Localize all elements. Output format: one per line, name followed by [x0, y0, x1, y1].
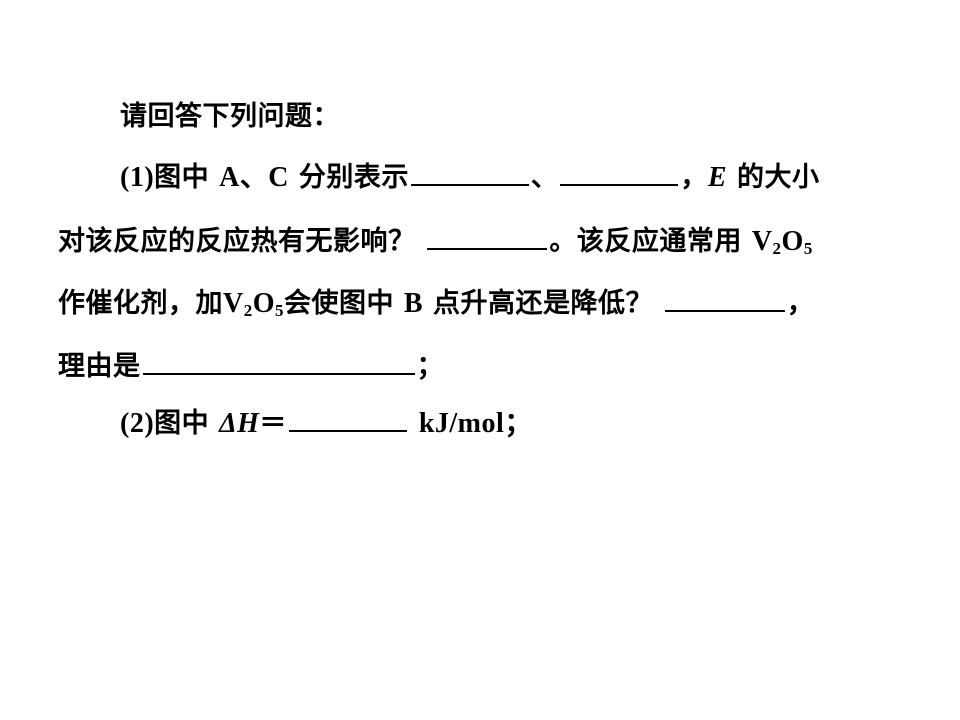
text: 理由是	[58, 351, 141, 382]
answer-blank-e-effect[interactable]	[427, 247, 548, 250]
delta-h: ΔH	[219, 408, 260, 439]
text: ；	[416, 351, 444, 382]
text: ，	[680, 162, 708, 193]
answer-blank-c[interactable]	[560, 183, 679, 186]
formula-v2o5: V2O5	[223, 288, 285, 320]
part2-line: (2)图中 ΔH＝ kJ/mol；	[120, 407, 533, 441]
intro-line: 请回答下列问题：	[120, 100, 340, 134]
unit: kJ/mol；	[418, 408, 533, 439]
part1-line-1: (1)图中 A、C 分别表示 、 ，E 的大小	[120, 161, 820, 195]
text: 点升高还是降低？	[433, 288, 654, 319]
answer-blank-b-change[interactable]	[664, 309, 785, 312]
answer-blank-reason[interactable]	[142, 372, 415, 375]
part1-line-2: 对该反应的反应热有无影响？ 。该反应通常用 V2O5	[58, 225, 813, 259]
text: 作催化剂，加	[58, 288, 223, 319]
text: 、	[530, 162, 559, 193]
part1-line-4: 理由是 ；	[58, 350, 444, 384]
text: 图中	[154, 162, 210, 193]
point-b: B	[403, 288, 424, 319]
text: 。该反应通常用	[549, 226, 742, 257]
part2-label: (2)	[120, 408, 155, 439]
points-a-c: A、C	[219, 162, 290, 193]
text: 对该反应的反应热有无影响？	[58, 226, 416, 257]
answer-blank-a[interactable]	[410, 183, 529, 186]
formula-v2o5: V2O5	[751, 226, 813, 258]
part1-line-3: 作催化剂，加V2O5会使图中 B 点升高还是降低？ ，	[58, 287, 814, 321]
text: 的大小	[737, 162, 820, 193]
text: ，	[786, 288, 815, 319]
text: 图中	[154, 408, 210, 439]
text: 会使图中	[284, 288, 395, 319]
intro-text: 请回答下列问题：	[120, 101, 340, 132]
part1-label: (1)	[120, 162, 155, 193]
answer-blank-delta-h[interactable]	[288, 429, 407, 432]
text: 分别表示	[298, 162, 409, 193]
text: ＝	[259, 408, 287, 439]
symbol-e: E	[707, 162, 728, 193]
